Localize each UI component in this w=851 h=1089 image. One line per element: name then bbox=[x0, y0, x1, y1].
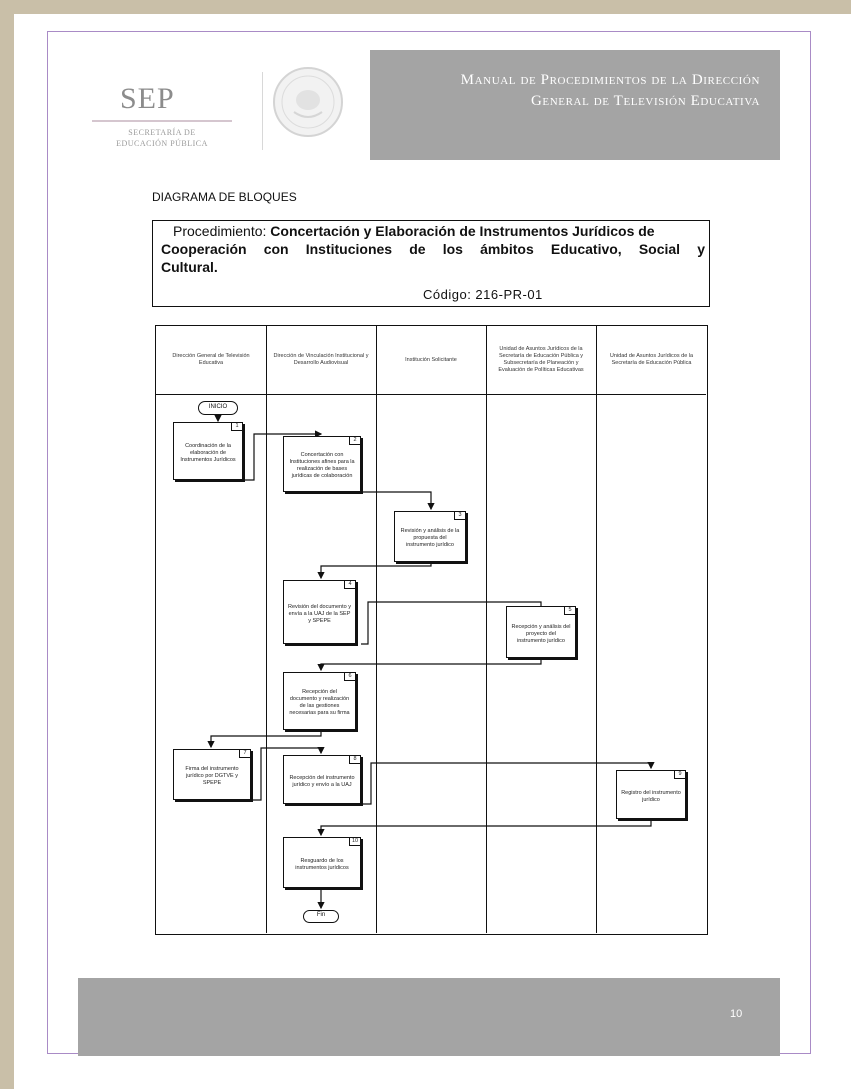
sep-logo-line1: SECRETARÍA DE bbox=[128, 128, 196, 137]
diagram-title: DIAGRAMA DE BLOQUES bbox=[152, 190, 297, 204]
lane-divider bbox=[486, 326, 487, 933]
step-1-box: 1 Coordinación de la elaboración de Inst… bbox=[173, 422, 243, 480]
lane-header-uaj-spepe: Unidad de Asuntos Jurídicos de la Secret… bbox=[498, 346, 584, 373]
lane-header-dgtve: Dirección General de Televisión Educativ… bbox=[172, 353, 250, 366]
lane-divider bbox=[266, 326, 267, 933]
step-6-text: Recepción del documento y realización de… bbox=[289, 689, 350, 716]
step-1-text: Coordinación de la elaboración de Instru… bbox=[180, 442, 236, 463]
step-7-text: Firma del instrumento jurídico por DGTVE… bbox=[185, 766, 239, 786]
procedure-line2: Cooperación con Instituciones de los ámb… bbox=[161, 241, 705, 257]
procedure-box: Procedimiento: Concertación y Elaboració… bbox=[152, 220, 710, 307]
header-band: Manual de Procedimientos de la Dirección… bbox=[370, 50, 780, 160]
step-7-number: 7 bbox=[239, 749, 251, 758]
step-4-number: 4 bbox=[344, 580, 356, 589]
step-2-text: Concertación con Instituciones afines pa… bbox=[289, 452, 355, 479]
lane-header-uaj-sep: Unidad de Asuntos Jurídicos de la Secret… bbox=[609, 353, 694, 366]
step-10-text: Resguardo de los instrumentos jurídicos bbox=[295, 857, 349, 871]
step-5-text: Recepción y análisis del proyecto del in… bbox=[511, 623, 571, 644]
step-9-box: 9 Registro del instrumento jurídico bbox=[616, 770, 686, 819]
sep-logo-line2: EDUCACIÓN PÚBLICA bbox=[116, 139, 208, 148]
step-4-box: 4 Revisión del documento y envía a la UA… bbox=[283, 580, 356, 644]
step-3-text: Revisión y análisis de la propuesta del … bbox=[400, 528, 460, 548]
manual-title-line2: General de Televisión Educativa bbox=[530, 93, 760, 109]
block-diagram: Dirección General de Televisión Educativ… bbox=[155, 325, 708, 935]
sep-logo: SEP SECRETARÍA DE EDUCACIÓN PÚBLICA bbox=[78, 60, 246, 152]
mexico-seal-icon bbox=[273, 67, 343, 137]
step-9-text: Registro del instrumento jurídico bbox=[621, 789, 681, 803]
step-8-box: 8 Recepción del instrumento jurídico y e… bbox=[283, 755, 361, 804]
step-8-number: 8 bbox=[349, 755, 361, 764]
procedure-label: Procedimiento: bbox=[173, 223, 267, 239]
procedure-title-1: Concertación y Elaboración de Instrument… bbox=[270, 223, 655, 239]
step-10-box: 10 Resguardo de los instrumentos jurídic… bbox=[283, 837, 361, 888]
step-6-box: 6 Recepción del documento y realización … bbox=[283, 672, 356, 730]
lane-header-institucion: Institución Solicitante bbox=[405, 356, 457, 363]
connector-lines bbox=[207, 413, 655, 910]
step-5-box: 5 Recepción y análisis del proyecto del … bbox=[506, 606, 576, 658]
step-10-number: 10 bbox=[349, 837, 361, 846]
lane-header-dvida: Dirección de Vinculación Institucional y… bbox=[273, 353, 369, 366]
page-number: 10 bbox=[730, 1008, 743, 1020]
start-terminal: INICIO bbox=[198, 401, 238, 415]
step-9-number: 9 bbox=[674, 770, 686, 779]
logo-divider bbox=[262, 72, 263, 150]
sep-logo-rule bbox=[92, 120, 232, 122]
sep-logo-name: SEP bbox=[120, 82, 175, 115]
step-8-text: Recepción del instrumento jurídico y env… bbox=[289, 774, 355, 788]
step-7-box: 7 Firma del instrumento jurídico por DGT… bbox=[173, 749, 251, 800]
step-1-number: 1 bbox=[231, 422, 243, 431]
end-terminal: Fin bbox=[303, 910, 339, 923]
footer-band: 10 bbox=[78, 978, 780, 1056]
procedure-line3: Cultural. bbox=[161, 259, 218, 275]
step-2-number: 2 bbox=[349, 436, 361, 445]
header-divider bbox=[156, 394, 706, 395]
lane-divider bbox=[376, 326, 377, 933]
step-3-box: 3 Revisión y análisis de la propuesta de… bbox=[394, 511, 466, 562]
step-6-number: 6 bbox=[344, 672, 356, 681]
procedure-code: Código: 216-PR-01 bbox=[423, 287, 543, 302]
step-4-text: Revisión del documento y envía a la UAJ … bbox=[288, 603, 351, 624]
procedure-line1: Procedimiento: Concertación y Elaboració… bbox=[173, 223, 693, 239]
lane-divider bbox=[596, 326, 597, 933]
step-2-box: 2 Concertación con Instituciones afines … bbox=[283, 436, 361, 492]
step-3-number: 3 bbox=[454, 511, 466, 520]
step-5-number: 5 bbox=[564, 606, 576, 615]
manual-title-line1: Manual de Procedimientos de la Dirección bbox=[460, 72, 760, 88]
